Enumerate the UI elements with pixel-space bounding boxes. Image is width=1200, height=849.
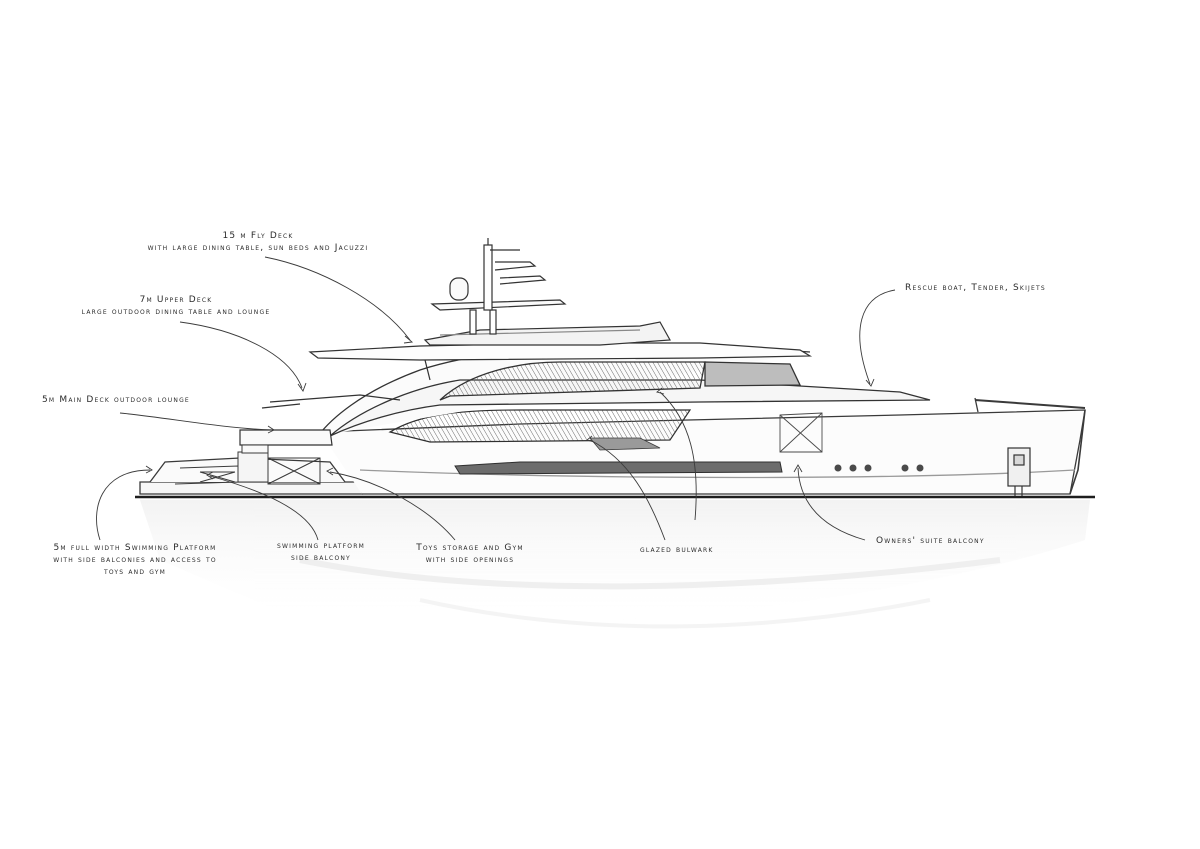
swim-balcony-annotation: swimming platform side balcony: [258, 540, 384, 564]
main-deck-title: 5m Main Deck outdoor lounge: [42, 395, 190, 405]
swim-platform-annotation: 5m full width Swimming Platform with sid…: [30, 542, 240, 578]
main-deck-annotation: 5m Main Deck outdoor lounge: [42, 394, 190, 406]
fly-deck-annotation: 15 m Fly Deck with large dining table, s…: [118, 230, 398, 254]
owners-title: Owners' suite balcony: [876, 536, 985, 546]
leader-lines: [96, 256, 896, 541]
rescue-title: Rescue boat, Tender, Skijets: [905, 283, 1046, 293]
upper-deck-annotation: 7m Upper Deck large outdoor dining table…: [56, 294, 296, 318]
portholes: [834, 464, 924, 472]
swim-platform-desc-2: toys and gym: [103, 567, 167, 577]
owners-annotation: Owners' suite balcony: [876, 535, 985, 547]
swim-balcony-title: swimming platform: [277, 541, 365, 551]
upper-deck-title: 7m Upper Deck: [139, 295, 213, 305]
glazed-title: glazed bulwark: [640, 545, 714, 555]
toys-annotation: Toys storage and Gym with side openings: [400, 542, 540, 566]
rescue-annotation: Rescue boat, Tender, Skijets: [905, 282, 1046, 294]
swim-balcony-desc: side balcony: [291, 553, 351, 563]
toys-desc: with side openings: [425, 555, 515, 565]
upper-deck: [239, 342, 813, 446]
upper-deck-desc: large outdoor dining table and lounge: [81, 307, 271, 317]
main-deck-glazing: [388, 409, 692, 443]
glazed-bulwark: [589, 437, 661, 451]
toys-title: Toys storage and Gym: [416, 543, 524, 553]
hull-window-band: [454, 461, 783, 475]
fly-deck-title: 15 m Fly Deck: [222, 231, 294, 241]
fly-deck: [423, 238, 671, 346]
owners-balcony-box: [779, 412, 823, 453]
anchor-pocket: [1007, 447, 1031, 496]
water-reflection: [140, 500, 1090, 629]
superstructure: [317, 344, 931, 437]
swim-platform-title: 5m full width Swimming Platform: [53, 543, 217, 553]
platform-structures: [174, 444, 321, 485]
fly-deck-desc: with large dining table, sun beds and Ja…: [147, 243, 369, 253]
glazed-annotation: glazed bulwark: [640, 544, 714, 556]
swim-platform-desc-1: with side balconies and access to: [53, 555, 217, 565]
